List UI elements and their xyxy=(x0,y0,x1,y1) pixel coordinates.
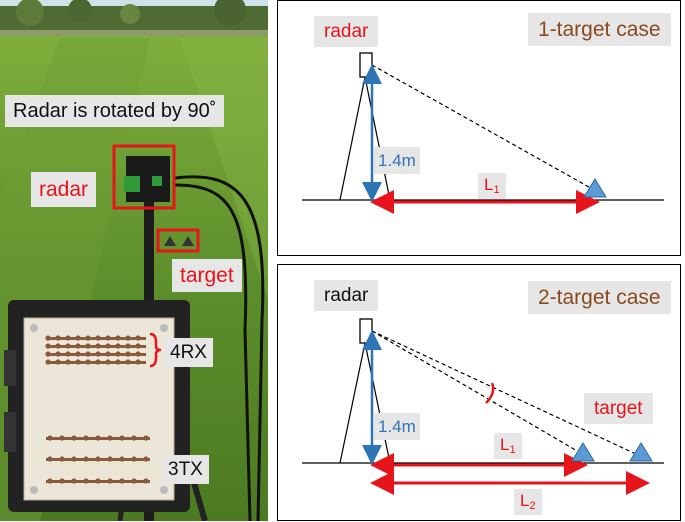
tripod-leg-right xyxy=(364,342,391,464)
radar-box xyxy=(359,52,373,78)
target-triangle-one xyxy=(571,442,595,462)
panel-two-l1-label: L1 xyxy=(494,433,522,459)
two-target-diagram xyxy=(302,318,664,495)
panel-two-height-label: 1.4m xyxy=(374,413,420,440)
field-photo: Radar is rotated by 90˚ radar target 4RX… xyxy=(0,0,268,521)
tripod-leg-right xyxy=(364,76,391,201)
line-of-sight xyxy=(371,64,597,192)
panel-two-target-label: target xyxy=(584,393,653,424)
rx-label: 4RX xyxy=(164,338,213,367)
angle-arc xyxy=(485,382,495,404)
radar-box xyxy=(359,318,373,344)
tx-label: 3TX xyxy=(162,455,209,484)
reflector-two xyxy=(182,236,194,246)
line-of-sight-one xyxy=(371,330,585,456)
reflector-one xyxy=(164,236,176,246)
panel-two-title: 2-target case xyxy=(528,281,671,314)
panel-two-l2-label: L2 xyxy=(514,489,542,515)
panel-one-l1-label: L1 xyxy=(478,173,506,199)
photo-radar-label: radar xyxy=(31,172,97,207)
one-target-diagram xyxy=(302,52,664,214)
target-highlight-box xyxy=(156,228,200,253)
one-target-panel: radar 1-target case 1.4m L1 xyxy=(277,0,681,256)
two-target-panel: radar 2-target case target 1.4m L1 L2 xyxy=(277,264,681,521)
rotation-note: Radar is rotated by 90˚ xyxy=(5,95,225,127)
target-triangle-two xyxy=(629,442,653,462)
panel-one-title: 1-target case xyxy=(528,13,671,46)
radar-highlight-box xyxy=(112,144,176,210)
panel-one-radar-label: radar xyxy=(314,16,379,47)
panel-one-height-label: 1.4m xyxy=(374,147,420,174)
tx-antenna-dots xyxy=(47,435,149,484)
photo-scene xyxy=(0,0,268,521)
tripod-leg-left xyxy=(339,76,366,201)
rx-brace xyxy=(149,332,162,368)
photo-target-label: target xyxy=(172,259,242,292)
target-triangle xyxy=(583,178,607,198)
rx-antenna-dots xyxy=(45,335,141,365)
tripod-leg-left xyxy=(339,342,366,464)
panel-two-radar-label: radar xyxy=(314,280,379,311)
